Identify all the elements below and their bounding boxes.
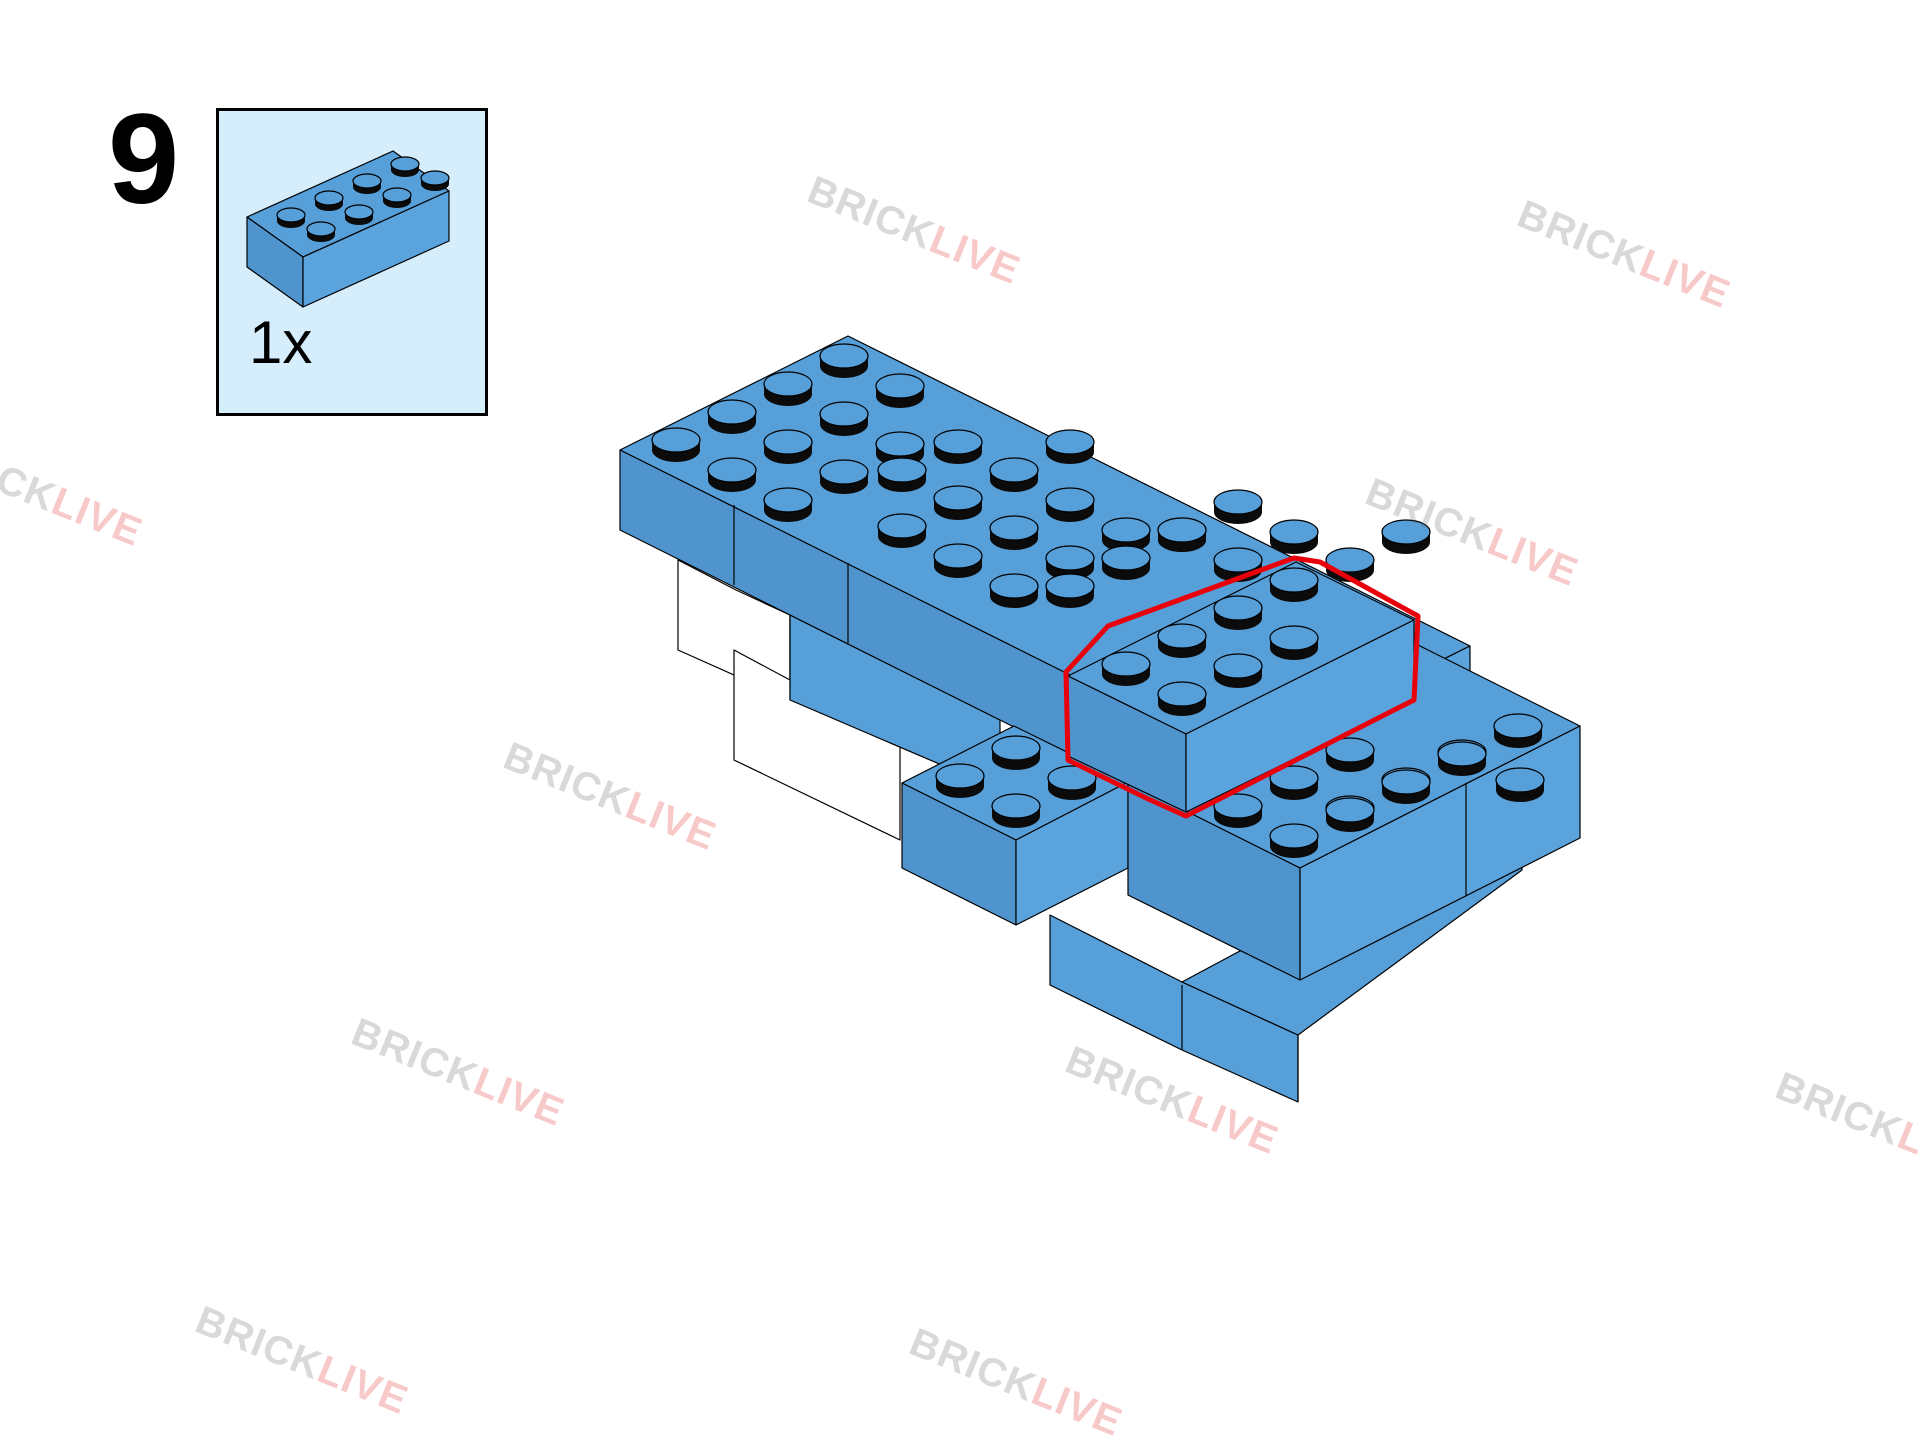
stud — [1381, 519, 1431, 554]
stud — [991, 735, 1041, 770]
stud — [1269, 823, 1319, 858]
stud — [306, 221, 336, 242]
stud — [651, 427, 701, 462]
stud — [763, 429, 813, 464]
stud — [1213, 653, 1263, 688]
stud — [1047, 765, 1097, 800]
stud — [877, 513, 927, 548]
stud — [1157, 517, 1207, 552]
stud — [1437, 741, 1487, 776]
stud — [933, 485, 983, 520]
step-number: 9 — [108, 88, 180, 231]
stud — [933, 429, 983, 464]
brick-2x4-blue-icon — [246, 150, 450, 308]
stud — [935, 763, 985, 798]
parts-callout: 1x — [216, 108, 488, 416]
stud — [707, 399, 757, 434]
stud — [1157, 681, 1207, 716]
stud — [877, 457, 927, 492]
stud — [1101, 651, 1151, 686]
stud — [390, 156, 420, 177]
stud — [1269, 567, 1319, 602]
stud — [989, 515, 1039, 550]
stud — [707, 457, 757, 492]
stud — [1269, 765, 1319, 800]
stud — [344, 204, 374, 225]
new-part-highlight — [1063, 555, 1421, 819]
stud — [382, 187, 412, 208]
stud — [1269, 519, 1319, 554]
build-model-diagram — [619, 335, 1581, 1103]
stud — [1381, 769, 1431, 804]
stud — [1213, 489, 1263, 524]
stud — [1045, 429, 1095, 464]
stud — [1045, 545, 1095, 580]
stud — [1493, 713, 1543, 748]
stud — [1325, 547, 1375, 582]
stud — [819, 343, 869, 378]
stud — [352, 173, 382, 194]
stud — [763, 371, 813, 406]
stud — [276, 207, 306, 228]
stud — [763, 487, 813, 522]
stud — [819, 459, 869, 494]
part-quantity: 1x — [249, 309, 313, 376]
stud — [1269, 625, 1319, 660]
stud — [819, 401, 869, 436]
stud — [1213, 595, 1263, 630]
stud — [1045, 487, 1095, 522]
stud — [1101, 517, 1151, 552]
stud — [1325, 737, 1375, 772]
stud — [875, 373, 925, 408]
stud — [1325, 797, 1375, 832]
stud — [989, 457, 1039, 492]
stud — [933, 543, 983, 578]
stud — [420, 170, 450, 191]
stud — [1045, 573, 1095, 608]
stud — [1157, 623, 1207, 658]
stud — [1495, 767, 1545, 802]
stud — [989, 573, 1039, 608]
stud — [1101, 545, 1151, 580]
stud — [1213, 793, 1263, 828]
stud — [314, 190, 344, 211]
stud — [991, 793, 1041, 828]
